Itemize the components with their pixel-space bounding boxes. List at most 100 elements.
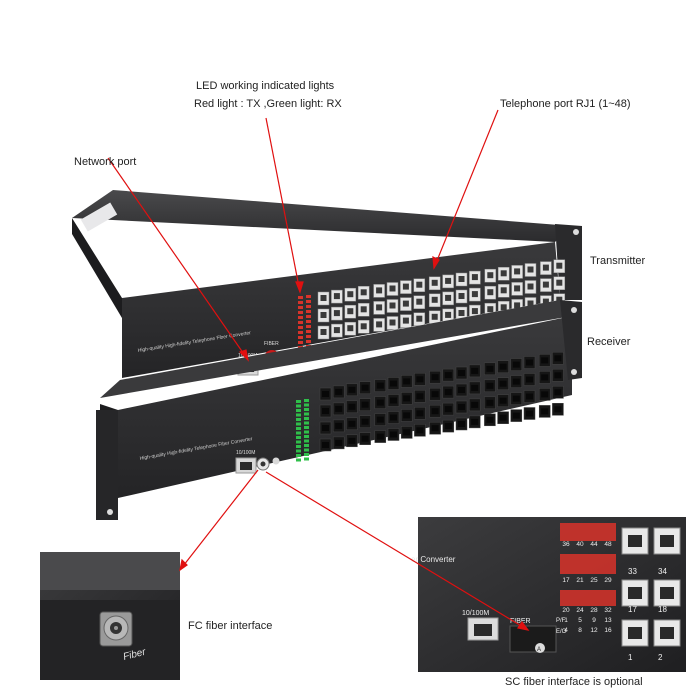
sc-fiber-label: FIBER	[510, 618, 531, 625]
sc-led-block	[560, 554, 616, 574]
receiver-led-column	[296, 399, 309, 462]
transmitter-rj11-grid	[317, 259, 566, 340]
sc-led-number: 20	[562, 607, 570, 614]
rx-led	[296, 400, 301, 403]
sc-converter-text: er Converter	[411, 555, 456, 564]
sc-led-number: 32	[604, 607, 612, 614]
sc-led-number: 8	[578, 627, 582, 634]
led-lights-title: LED working indicated lights	[196, 80, 335, 92]
sc-port-number: 33	[628, 567, 637, 576]
fc-connector	[99, 611, 133, 647]
rx-led	[296, 449, 301, 453]
rx-led	[304, 444, 309, 447]
led-lights-detail: Red light : TX ,Green light: RX	[194, 98, 342, 110]
sc-led-number: 44	[590, 541, 598, 548]
sc-row-tag: P/F	[556, 618, 566, 624]
rx-led	[304, 399, 309, 402]
rx-led	[304, 448, 309, 452]
rx-led	[296, 418, 301, 421]
sc-led-number: 4	[564, 627, 568, 634]
transmitter-top-panel	[72, 190, 572, 242]
sc-port-number: 18	[658, 605, 667, 614]
rx-led	[304, 439, 309, 443]
tx-led	[306, 325, 311, 328]
sc-led-number: 29	[604, 577, 612, 584]
rx-led	[296, 436, 301, 439]
rx-led	[296, 458, 301, 462]
sc-led-number: 9	[592, 617, 596, 624]
tx-led	[298, 326, 303, 329]
receiver-fiber-marker	[272, 457, 280, 465]
sc-led-number: 36	[562, 541, 570, 548]
receiver-label: Receiver	[587, 336, 631, 348]
sc-row-tag: E/O	[556, 629, 567, 635]
receiver-rack-ear-left	[96, 410, 118, 520]
sc-led-number: 28	[590, 607, 598, 614]
rx-led	[296, 454, 301, 457]
sc-fiber-label: SC fiber interface is optional	[505, 676, 643, 688]
tx-led	[298, 296, 303, 299]
fc-fiber-label: FC fiber interface	[188, 620, 273, 632]
rx-led	[296, 440, 301, 444]
serial-label	[80, 202, 118, 232]
receiver-front-face	[118, 316, 572, 498]
network-port-arrow	[107, 157, 249, 361]
tx-led	[306, 300, 311, 303]
transmitter-label: Transmitter	[590, 255, 646, 267]
rx-led	[296, 445, 301, 448]
sc-led-number: 25	[590, 577, 598, 584]
receiver-eth-label: 10/100M	[236, 450, 255, 456]
led-arrow	[265, 117, 301, 293]
rx-led	[296, 427, 301, 430]
rx-led	[304, 403, 309, 407]
rack-ear-hole	[571, 307, 577, 313]
fc-arrow	[179, 469, 259, 571]
rx-led	[296, 422, 301, 426]
receiver-rack-ear-right	[560, 300, 582, 380]
sc-led-number: 48	[604, 541, 612, 548]
tx-led	[298, 316, 303, 319]
tx-led	[306, 305, 311, 308]
sc-led-number: 13	[604, 617, 612, 624]
sc-fiber-port	[509, 625, 557, 653]
rx-led	[304, 453, 309, 456]
network-port-label: Network port	[74, 156, 137, 168]
sc-led-block	[560, 590, 616, 606]
rx-led	[304, 417, 309, 420]
rack-ear-hole	[573, 229, 579, 235]
tx-led	[306, 335, 311, 338]
rack-ear-hole	[107, 509, 113, 515]
tx-led	[298, 321, 303, 324]
telephone-port-label: Telephone port RJ1 (1~48)	[500, 98, 631, 110]
sc-led-number: 12	[590, 627, 598, 634]
sc-arrow	[265, 471, 529, 631]
sc-led-number: 21	[576, 577, 584, 584]
rx-led	[296, 409, 301, 412]
sc-rj11-port	[653, 527, 681, 555]
sc-led-number: 1	[564, 617, 568, 624]
transmitter-left-side	[72, 218, 122, 318]
sc-port-number: 2	[658, 653, 663, 662]
sc-led-number: 16	[604, 627, 612, 634]
rx-led	[296, 413, 301, 417]
rx-led	[304, 435, 309, 438]
tx-led	[298, 301, 303, 304]
rx-led	[296, 404, 301, 408]
fc-fiber-inset: Fiber	[40, 552, 180, 680]
sc-led-number: 24	[576, 607, 584, 614]
tx-led	[306, 310, 311, 313]
rx-led	[304, 457, 309, 461]
tx-led	[306, 295, 311, 298]
sc-led-number: 17	[562, 577, 570, 584]
sc-port-number: 1	[628, 653, 633, 662]
tx-led	[298, 331, 303, 334]
tx-led	[306, 330, 311, 333]
sc-rj11-port	[621, 527, 649, 555]
sc-eth-label: 10/100M	[462, 610, 489, 617]
receiver-top-panel	[100, 300, 572, 398]
rx-led	[304, 430, 309, 434]
tx-led	[306, 320, 311, 323]
sc-fiber-marker	[535, 643, 545, 653]
tx-led	[298, 306, 303, 309]
